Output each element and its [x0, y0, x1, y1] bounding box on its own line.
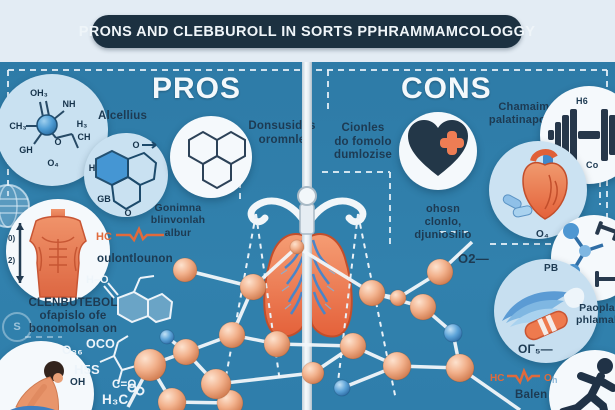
svg-text:O: O: [54, 137, 61, 147]
bending-person-icon: [10, 361, 64, 410]
heart-cross-circle: [399, 112, 477, 190]
svg-text:GB: GB: [97, 194, 111, 204]
ohosn-label: ohosn clonlo, djunioslilo: [414, 203, 472, 241]
runner-icon: [559, 358, 615, 410]
s-badge: S: [2, 312, 32, 342]
svg-text:2): 2): [8, 256, 15, 265]
oulontlounon-label: oulontlounon: [97, 253, 173, 265]
dumbbell-icon: [548, 109, 615, 161]
svg-text:H–O: H–O: [86, 274, 109, 286]
formula-oco: OCO: [86, 337, 116, 351]
svg-text:GH: GH: [19, 145, 33, 155]
winged-pill-icon: [502, 287, 585, 341]
alcellius-label: Alcellius: [98, 110, 148, 122]
blue-hexagon-molecule-circle: H O GB O: [84, 133, 168, 218]
pb-label: PB: [544, 263, 559, 274]
balen-label: Balen: [515, 389, 548, 401]
formula-h5s: H5S: [74, 362, 100, 377]
svg-text:O: O: [124, 208, 131, 218]
svg-text:HC: HC: [490, 373, 504, 384]
svg-text:0): 0): [8, 234, 15, 243]
cionles-label: Cionles do fomolo dumlozise: [333, 122, 393, 162]
balance-scale-pole: [302, 62, 312, 410]
molecule-ball-icon: OH₃ NH CH₃ O H₃ CH GH O₄: [9, 88, 91, 168]
heart-cross-icon: [408, 120, 468, 176]
svg-text:OH₃: OH₃: [30, 88, 48, 98]
svg-text:CH: CH: [78, 132, 91, 142]
svg-text:H₃: H₃: [77, 119, 88, 129]
bend-person-label: OH: [70, 377, 86, 388]
heartbeat-line-left-icon: HC: [96, 225, 164, 243]
svg-text:CH₃: CH₃: [9, 121, 26, 131]
svg-text:H: H: [89, 163, 96, 173]
svg-text:NH: NH: [63, 99, 76, 109]
gonimna-label: Gonimna blinvonlah albur: [150, 202, 206, 239]
formula-o36: O₃₆: [62, 343, 83, 357]
winged-pill-circle: [494, 259, 598, 363]
heartbeat-line-right-icon: HC O: [490, 367, 552, 385]
paopla-label: Paopla phlamalon: [576, 302, 615, 327]
balance-scale-arms: [247, 186, 367, 235]
hexagon-molecule-icon: [188, 130, 246, 190]
hexagon-molecule-circle: [170, 116, 252, 198]
dumbbell-bottom-label: Co: [586, 160, 599, 170]
bending-person-circle: [0, 341, 94, 410]
pros-heading: PROS: [152, 72, 242, 105]
svg-text:HC: HC: [96, 231, 112, 243]
o4-label: O₄: [536, 229, 549, 240]
muscular-torso-icon: 0) 2): [8, 209, 87, 298]
formula-h3c: H₃C: [102, 392, 129, 407]
svg-text:O: O: [544, 373, 552, 384]
ho-skeletal-formula-icon: H–O: [86, 274, 174, 324]
cons-heading: CONS: [401, 72, 492, 105]
muscular-torso-circle: 0) 2): [6, 199, 110, 303]
title-banner: PRONS AND CLEBBUROLL IN SORTS PPHRAMMAMC…: [79, 15, 535, 48]
title-text: PRONS AND CLEBBUROLL IN SORTS PPHRAMMAMC…: [78, 23, 536, 40]
blue-hexagon-molecule-icon: H O GB O: [89, 140, 158, 218]
svg-text:O: O: [132, 140, 139, 150]
anatomical-heart-icon: [502, 149, 568, 220]
donsusides-label: Donsusides oromnle: [248, 120, 316, 146]
dumbbell-top-label: H6: [576, 96, 588, 106]
formula-co: C=O: [112, 379, 137, 391]
clenbutebol-label: CLENBUTEBOL ofapislo ofe bonomolsan on: [28, 297, 118, 336]
svg-text:O₄: O₄: [47, 158, 58, 168]
o2-label: O2—: [458, 251, 489, 266]
runner-label: h: [552, 375, 558, 385]
or5-label: OΓ₅—: [518, 342, 553, 356]
runner-circle: [549, 350, 615, 410]
